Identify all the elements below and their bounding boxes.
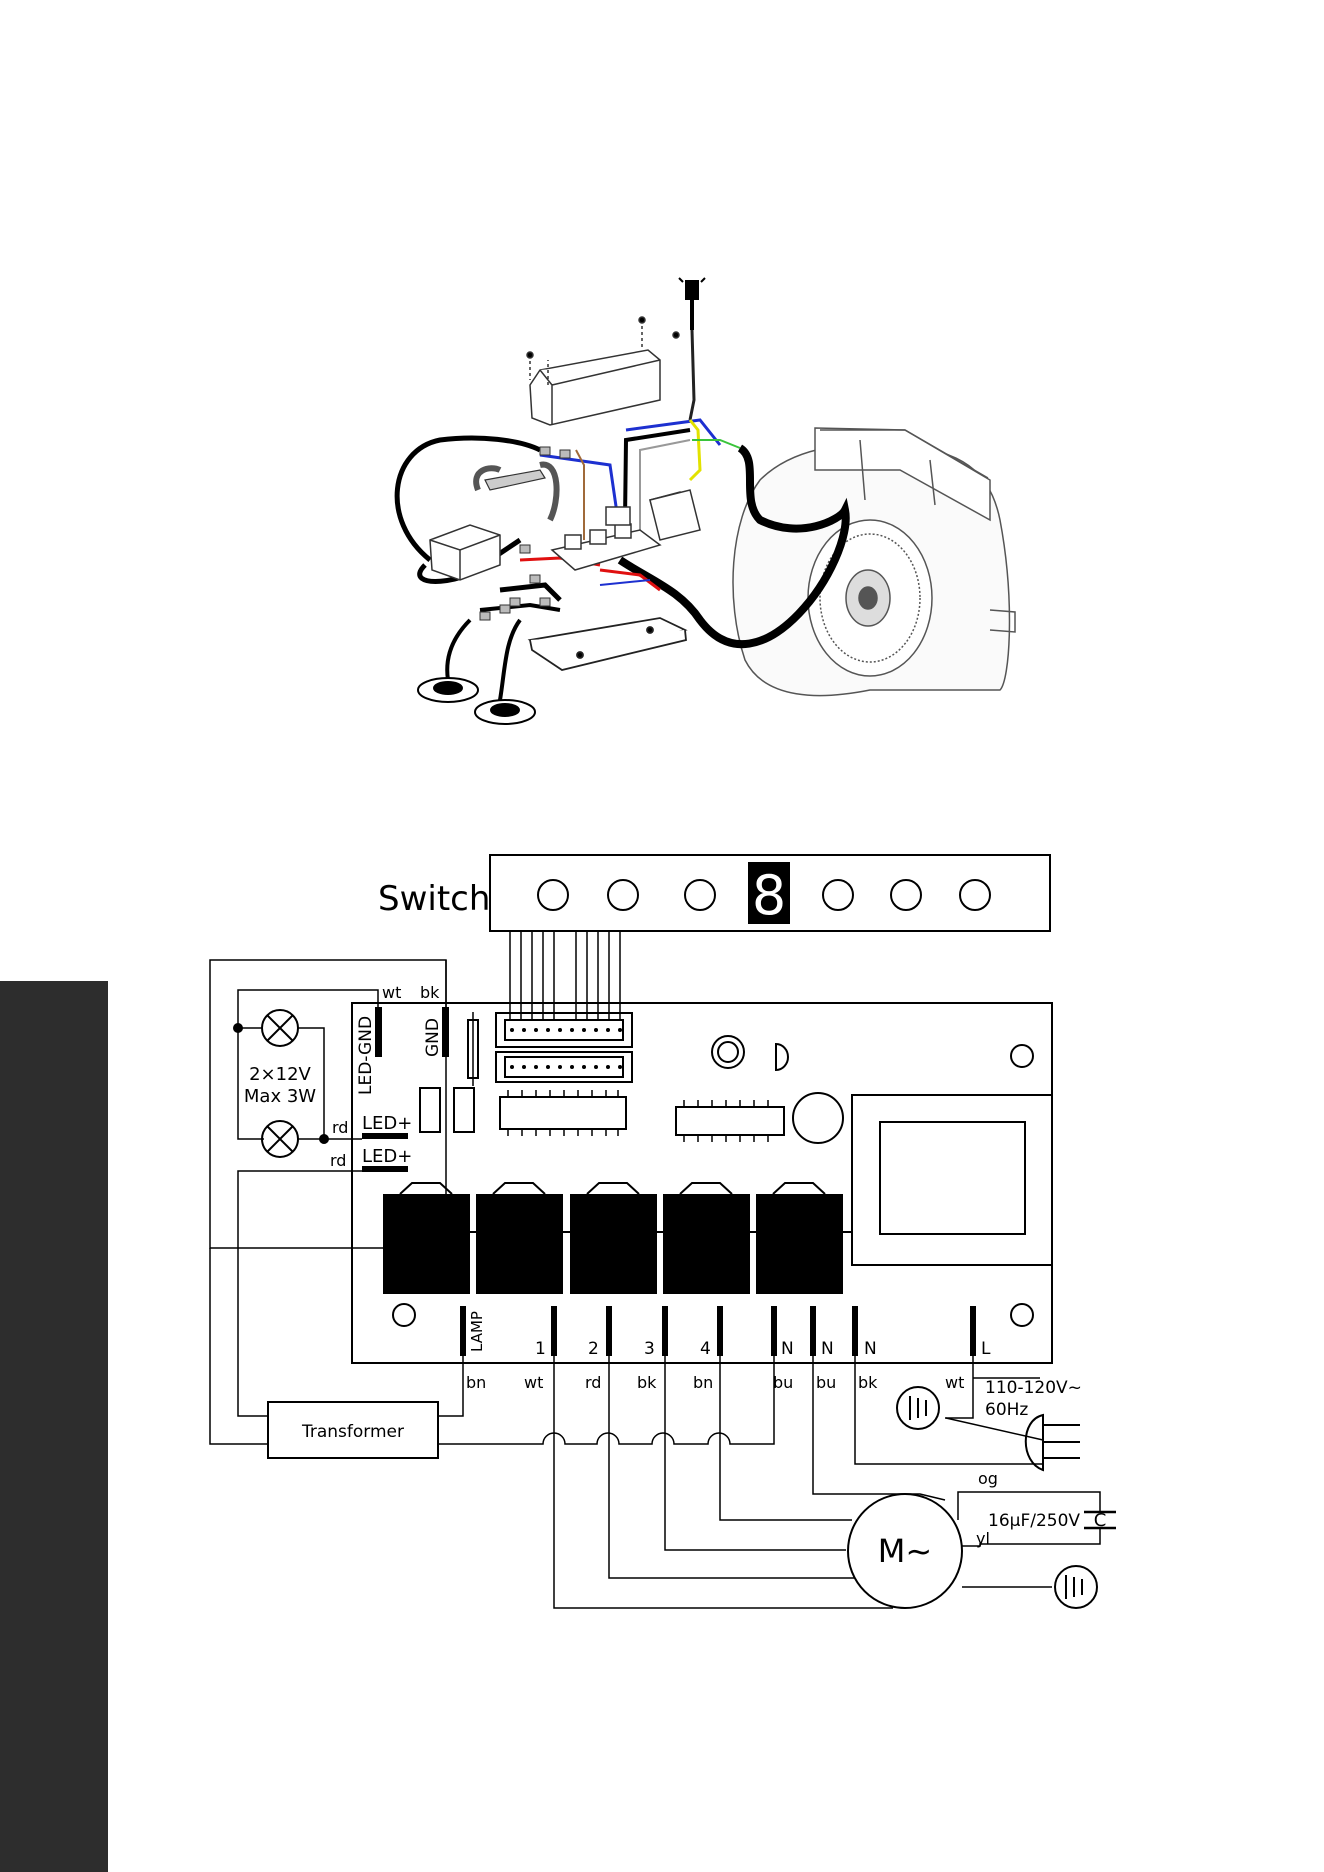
- supply-frequency: 60Hz: [985, 1400, 1028, 1420]
- led-bar: [476, 465, 556, 520]
- wiring-schematic: Switch 8: [210, 855, 1116, 1608]
- relays: [383, 1183, 852, 1294]
- wire-label-led-gnd: wt: [382, 983, 401, 1002]
- wire-label-t4-bn: bn: [693, 1373, 713, 1392]
- transformer-label: Transformer: [301, 1422, 404, 1442]
- terminal-2: [606, 1306, 612, 1356]
- label-led-plus-2: LED+: [362, 1146, 412, 1167]
- supply-ground-symbol: [897, 1387, 939, 1429]
- terminal-n1: [771, 1306, 777, 1356]
- relay-5: [756, 1194, 843, 1294]
- blower-housing: [733, 428, 1015, 696]
- wire-label-og: og: [978, 1469, 998, 1488]
- wire-label-gnd: bk: [420, 983, 440, 1002]
- wire-label-t3-bk: bk: [637, 1373, 657, 1392]
- switch-button-3: [685, 880, 715, 910]
- label-terminal-2: 2: [588, 1339, 599, 1359]
- relay-1: [383, 1194, 470, 1294]
- ribbon-header-top: [496, 1013, 632, 1047]
- terminal-l: [970, 1306, 976, 1356]
- label-gnd: GND: [423, 1018, 443, 1057]
- capacitor-value: 16µF/250V: [988, 1511, 1080, 1531]
- lamp-1: [262, 1010, 298, 1046]
- wire-label-t1-wt: wt: [524, 1373, 543, 1392]
- label-led-gnd: LED-GND: [356, 1016, 376, 1095]
- label-terminal-3: 3: [644, 1339, 655, 1359]
- supply-voltage: 110-120V~: [985, 1378, 1082, 1398]
- label-terminal-l: L: [981, 1339, 991, 1359]
- wire-label-n1-bu: bu: [773, 1373, 793, 1392]
- ribbon-cable: [510, 931, 620, 1020]
- wire-label-l-wt: wt: [945, 1373, 964, 1392]
- motor-label: M~: [878, 1532, 932, 1570]
- power-plug: [679, 278, 705, 420]
- wire-label-yl: yl: [976, 1529, 990, 1548]
- label-lamp: LAMP: [468, 1311, 486, 1352]
- mount-hole-tr: [1011, 1045, 1033, 1067]
- mount-hole-bl: [393, 1304, 415, 1326]
- electrolytic-capacitor: [793, 1093, 843, 1143]
- switch-button-6: [960, 880, 990, 910]
- wire-label-lamp-bn: bn: [466, 1373, 486, 1392]
- component-a: [420, 1088, 440, 1132]
- terminal-4: [717, 1306, 723, 1356]
- terminal-1: [551, 1306, 557, 1356]
- label-terminal-1: 1: [535, 1339, 546, 1359]
- switch-title: Switch: [378, 879, 490, 919]
- terminal-lamp: [460, 1306, 466, 1356]
- switch-button-1: [538, 880, 568, 910]
- wire-label-n3-bk: bk: [858, 1373, 878, 1392]
- halogen-lamps: [418, 678, 535, 724]
- ic-chip-2: [676, 1107, 784, 1135]
- junction-box: [527, 317, 679, 425]
- label-terminal-n1: N: [781, 1339, 794, 1359]
- mount-hole-br: [1011, 1304, 1033, 1326]
- label-terminal-n2: N: [821, 1339, 834, 1359]
- label-terminal-4: 4: [700, 1339, 711, 1359]
- lamp-2: [262, 1121, 298, 1157]
- board-terminals: [362, 1007, 976, 1356]
- label-terminal-n3: N: [864, 1339, 877, 1359]
- switch-button-4: [823, 880, 853, 910]
- relay-4: [663, 1194, 750, 1294]
- terminal-led-gnd: [375, 1007, 382, 1057]
- terminal-3: [662, 1306, 668, 1356]
- mains-plug: [1026, 1415, 1080, 1470]
- switch-panel-sketch: [530, 618, 686, 670]
- switch-button-5: [891, 880, 921, 910]
- lamp-spec-power: Max 3W: [244, 1086, 316, 1107]
- switch-button-2: [608, 880, 638, 910]
- relay-3: [570, 1194, 657, 1294]
- motor-ground-symbol: [1055, 1566, 1097, 1608]
- relay-2: [476, 1194, 563, 1294]
- exploded-assembly-illustration: [397, 278, 1015, 724]
- indicator-led: [776, 1044, 788, 1070]
- wire-label-led-rd-2: rd: [330, 1151, 346, 1170]
- small-transformer: [430, 525, 500, 580]
- wire-speed-1: [554, 1356, 893, 1608]
- label-led-plus-1: LED+: [362, 1113, 412, 1134]
- terminal-n3: [852, 1306, 858, 1356]
- wire-label-t2-rd: rd: [585, 1373, 601, 1392]
- ic-chip-1: [500, 1097, 626, 1129]
- terminal-n2: [810, 1306, 816, 1356]
- board-transformer: [852, 1095, 1052, 1265]
- buzzer: [712, 1036, 744, 1068]
- neutral-bus: [438, 1356, 774, 1444]
- lamp-spec-voltage: 2×12V: [249, 1064, 311, 1085]
- component-b: [454, 1088, 474, 1132]
- capacitor-sketch: [650, 490, 700, 540]
- capacitor-label: C: [1094, 1510, 1107, 1531]
- wire-label-n2-bu: bu: [816, 1373, 836, 1392]
- wire-label-led-rd-1: rd: [332, 1118, 348, 1137]
- display-digit: 8: [752, 864, 786, 927]
